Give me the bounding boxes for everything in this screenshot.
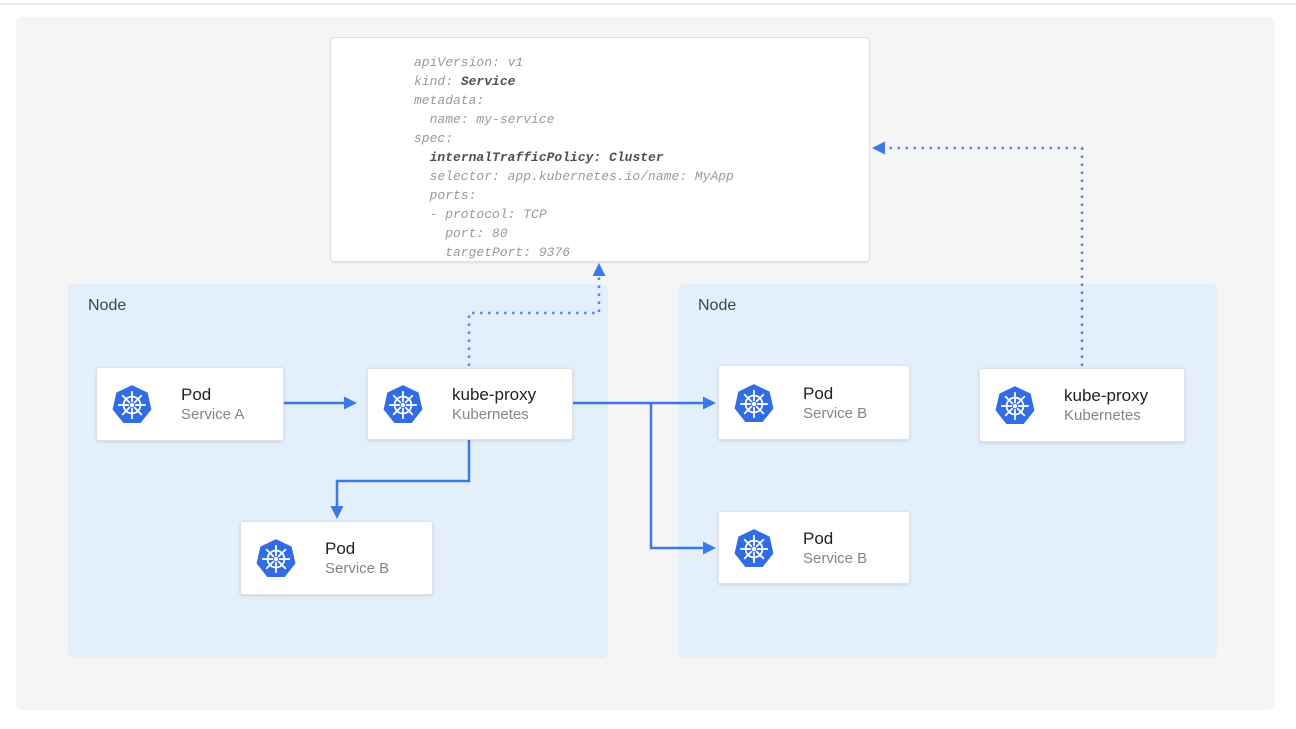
node-label: Node	[698, 297, 737, 314]
card-kube-proxy-left: kube-proxy Kubernetes	[367, 368, 573, 440]
card-title: Pod	[181, 385, 212, 404]
card-title: kube-proxy	[452, 385, 537, 404]
kubernetes-icon	[994, 384, 1036, 426]
card-pod-service-b-lower-right: Pod Service B	[718, 511, 910, 584]
card-subtitle: Service A	[181, 406, 245, 423]
card-kube-proxy-right: kube-proxy Kubernetes	[979, 368, 1185, 442]
kubernetes-icon	[111, 383, 153, 425]
top-rule	[0, 3, 1296, 5]
node-box-right: Node	[678, 284, 1217, 658]
kubernetes-icon	[733, 527, 775, 569]
code-line: metadata:	[414, 93, 485, 108]
code-line: selector: app.kubernetes.io/name: MyApp	[414, 169, 734, 184]
code-line: kind: Service	[414, 74, 516, 89]
card-title: Pod	[803, 528, 834, 548]
card-title: Pod	[803, 383, 834, 403]
kubernetes-icon	[733, 382, 775, 424]
code-line: - protocol: TCP	[414, 207, 547, 222]
code-line: apiVersion: v1	[414, 55, 524, 70]
code-line: ports:	[414, 188, 477, 203]
service-yaml-code-box: apiVersion: v1 kind: Service metadata: n…	[330, 37, 870, 262]
card-pod-service-b-lower-left: Pod Service B	[240, 521, 433, 595]
kubernetes-icon	[382, 383, 424, 425]
node-label: Node	[88, 297, 127, 314]
card-pod-service-b-top-right: Pod Service B	[718, 365, 910, 440]
code-line: name: my-service	[414, 112, 555, 127]
node-box-left: Node	[68, 284, 608, 658]
kubernetes-icon	[255, 537, 297, 579]
card-pod-service-a: Pod Service A	[96, 367, 284, 441]
card-subtitle: Kubernetes	[1064, 407, 1141, 424]
card-subtitle: Service B	[803, 404, 868, 422]
card-title: kube-proxy	[1064, 386, 1149, 405]
card-subtitle: Kubernetes	[452, 406, 529, 423]
card-subtitle: Service B	[803, 549, 868, 567]
code-line: port: 80	[414, 226, 508, 241]
code-line: internalTrafficPolicy: Cluster	[429, 150, 664, 165]
code-line: spec:	[414, 131, 454, 146]
code-line: targetPort: 9376	[414, 245, 571, 260]
card-subtitle: Service B	[325, 560, 390, 577]
card-title: Pod	[325, 539, 356, 558]
